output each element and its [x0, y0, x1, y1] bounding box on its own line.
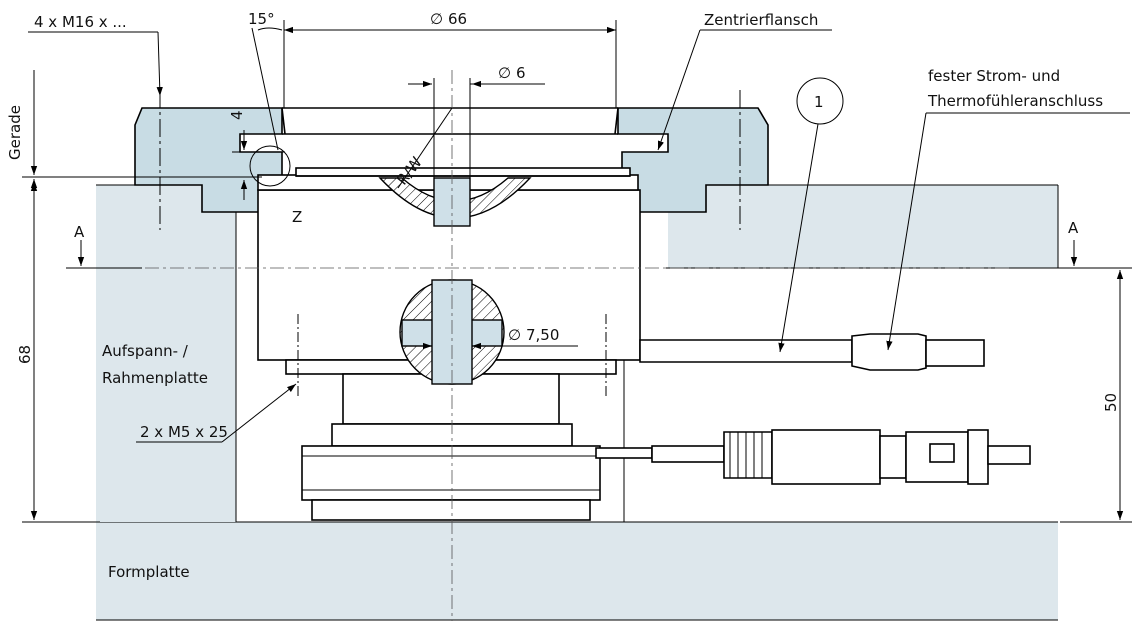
diameter-symbol-750: ∅: [508, 326, 521, 344]
aufspann-label-line1: Aufspann- /: [102, 342, 189, 360]
diameter-66-value: 66: [448, 10, 467, 28]
section-a-left: A: [74, 223, 85, 241]
connection-label-line2: Thermofühleranschluss: [927, 92, 1103, 110]
detail-z-label: Z: [292, 208, 302, 226]
aufspann-rahmenplatte: [96, 184, 1059, 522]
flange-label: Zentrierflansch: [704, 11, 818, 29]
connector-cable: [595, 429, 1031, 485]
diameter-symbol: ∅: [430, 10, 443, 28]
fixed-cable: [639, 333, 985, 371]
diameter-750-value: 7,50: [526, 326, 559, 344]
angle-label: 15°: [248, 10, 275, 28]
diameter-6-value: 6: [516, 64, 526, 82]
load-cell: [257, 167, 641, 521]
bolts-label: 4 x M16 x ...: [34, 13, 127, 31]
gerade-label: Gerade: [6, 105, 24, 160]
formplatte-label: Formplatte: [108, 563, 190, 581]
callout-1: 1: [814, 93, 824, 111]
dim-68: 68: [16, 345, 34, 364]
section-a-right: A: [1068, 219, 1079, 237]
formplatte: [96, 522, 1058, 620]
screws-label: 2 x M5 x 25: [140, 423, 228, 441]
dim-4: 4: [228, 110, 246, 120]
diameter-symbol-6: ∅: [498, 64, 511, 82]
dim-50: 50: [1102, 393, 1120, 412]
aufspann-label-line2: Rahmenplatte: [102, 369, 208, 387]
connection-label-line1: fester Strom- und: [928, 67, 1060, 85]
